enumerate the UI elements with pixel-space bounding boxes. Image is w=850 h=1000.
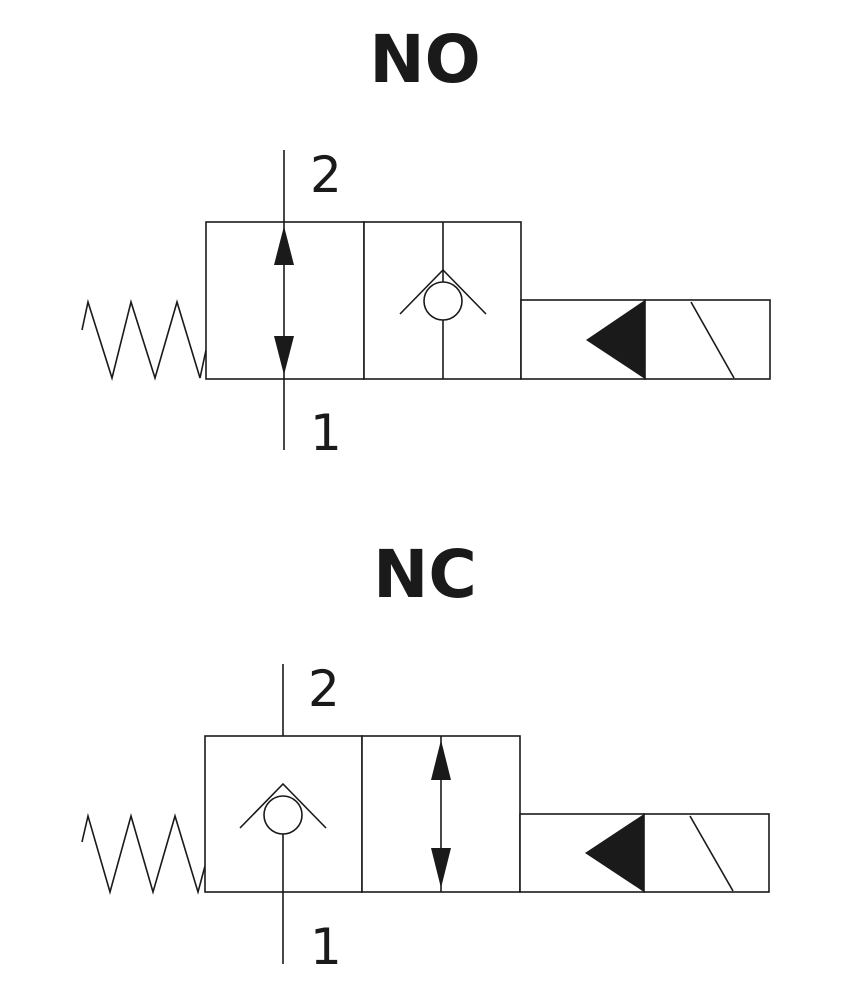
nc-solenoid-triangle: [585, 814, 644, 892]
no-check-seat: [399, 268, 487, 315]
nc-check-ball: [263, 795, 303, 835]
nc-spring: [81, 812, 206, 895]
nc-port-1-label: 1: [310, 918, 342, 976]
no-title: NO: [369, 21, 480, 98]
no-coil-winding: [690, 301, 735, 379]
no-flow-arrow-down: [274, 336, 294, 375]
no-port-1-label: 1: [310, 404, 342, 462]
no-flow-arrow-up: [274, 226, 294, 265]
no-check-ball: [423, 281, 463, 321]
nc-valve-symbol: NC 2 1: [81, 536, 770, 976]
nc-flow-arrow-up: [431, 740, 451, 780]
nc-port-2-label: 2: [308, 660, 340, 718]
no-port-2-label: 2: [310, 146, 342, 204]
nc-check-seat: [239, 782, 327, 829]
nc-coil-box: [643, 813, 770, 893]
nc-coil-winding: [689, 815, 734, 892]
nc-flow-arrow-down: [431, 848, 451, 888]
no-spring: [81, 298, 207, 381]
no-coil-box: [644, 299, 771, 380]
nc-title: NC: [373, 536, 477, 613]
no-valve-symbol: NO 2 1: [81, 21, 771, 462]
no-solenoid-triangle: [586, 300, 645, 379]
